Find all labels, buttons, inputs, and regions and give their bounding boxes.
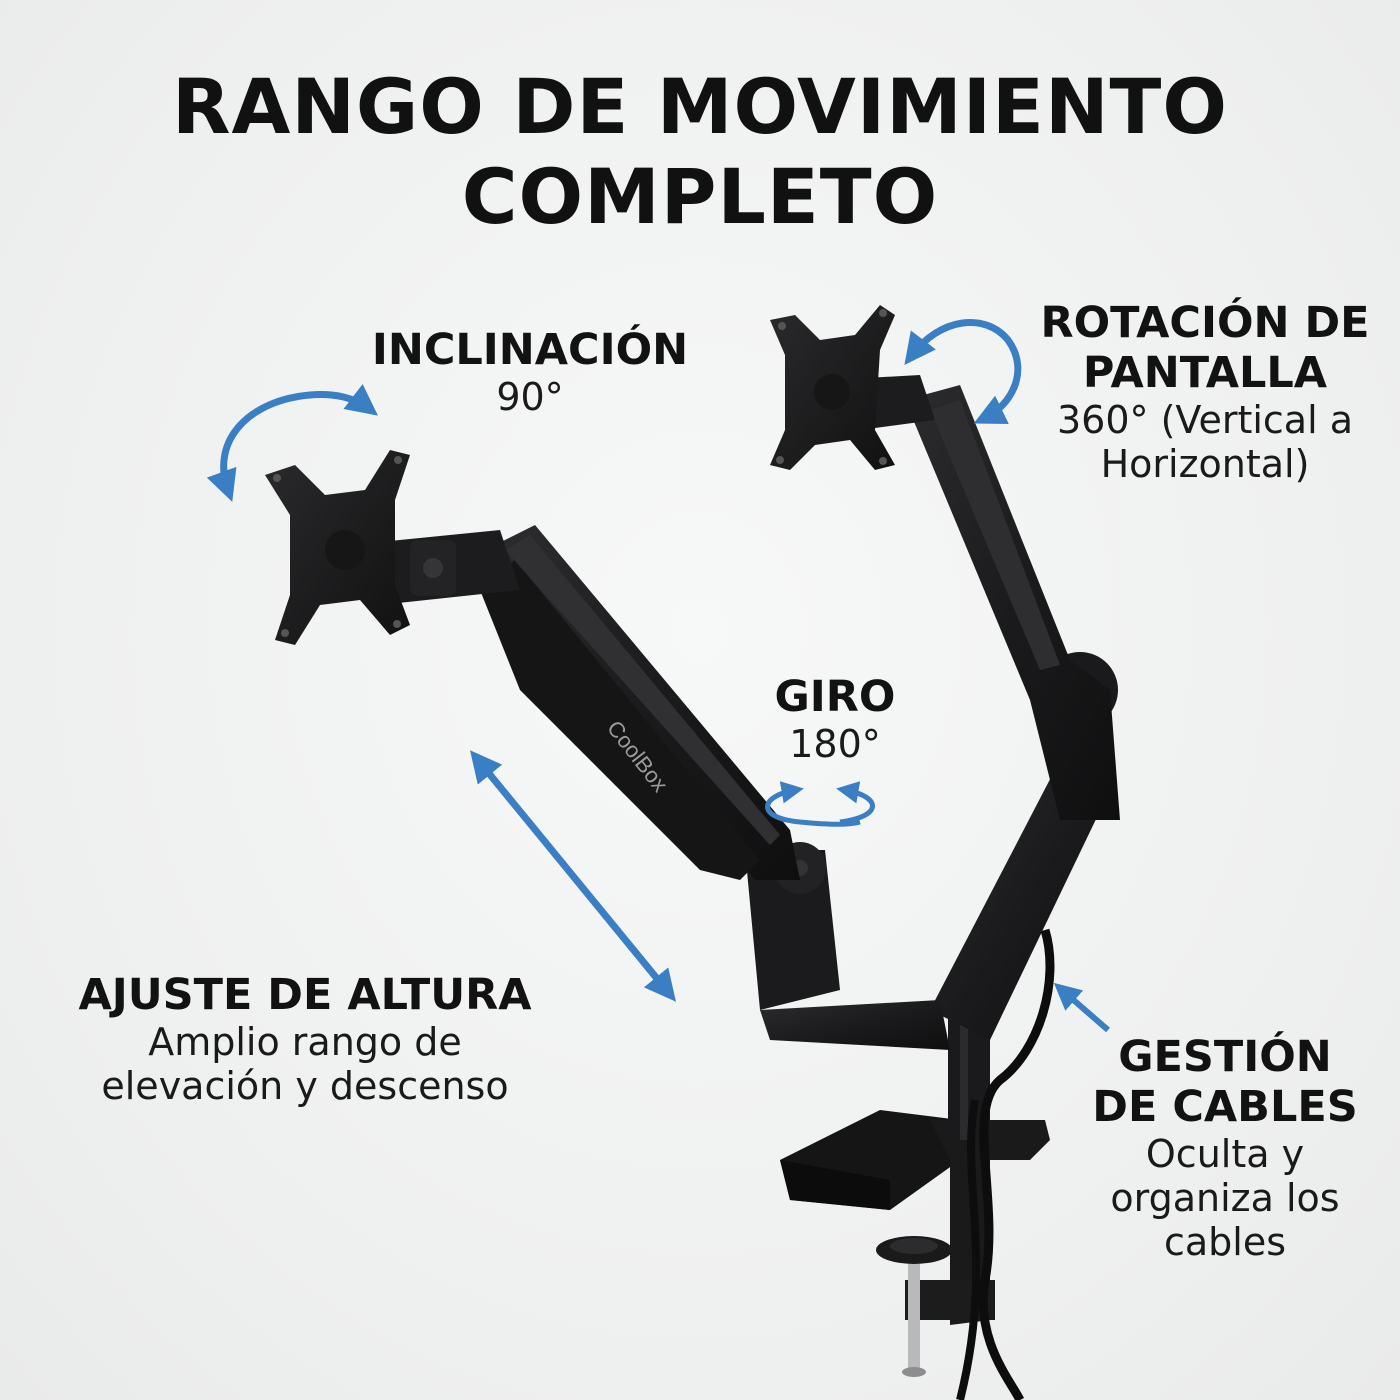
page-title: RANGO DE MOVIMIENTO COMPLETO	[0, 62, 1400, 242]
tilt-title: INCLINACIÓN	[371, 325, 689, 375]
height-arrow-icon	[470, 750, 676, 1002]
cables-detail: Oculta y organiza los cables	[1110, 1132, 1340, 1264]
cables-title-line-2: DE CABLES	[1092, 1082, 1358, 1132]
title-line-2: COMPLETO	[461, 152, 939, 241]
cable-2	[956, 1099, 981, 1400]
feature-height: AJUSTE DE ALTURA Amplio rango de elevaci…	[40, 970, 570, 1108]
rotation-detail: 360° (Vertical a Horizontal)	[1056, 398, 1354, 486]
rotation-title-line-2: PANTALLA	[1082, 348, 1328, 398]
height-detail: Amplio rango de elevación y descenso	[101, 1020, 509, 1108]
swivel-arrow-left-icon	[765, 781, 861, 827]
rotation-arrow-icon	[904, 319, 1022, 424]
cable	[978, 928, 1055, 1400]
title-line-1: RANGO DE MOVIMIENTO	[171, 62, 1229, 151]
desk-clamp	[780, 1110, 1050, 1377]
feature-rotation: ROTACIÓN DE PANTALLA 360° (Vertical a Ho…	[1010, 298, 1400, 486]
swivel-title: GIRO	[774, 672, 896, 722]
feature-cables: GESTIÓN DE CABLES Oculta y organiza los …	[1075, 1032, 1375, 1264]
right-arm	[820, 375, 1120, 1040]
feature-swivel: GIRO 180°	[720, 672, 950, 766]
cables-arrow-icon	[1053, 982, 1110, 1033]
height-title: AJUSTE DE ALTURA	[78, 970, 532, 1020]
right-vesa-plate	[770, 305, 895, 470]
tilt-detail: 90°	[496, 375, 564, 419]
swivel-detail: 180°	[789, 722, 881, 766]
feature-tilt: INCLINACIÓN 90°	[330, 325, 730, 419]
cables-title-line-1: GESTIÓN	[1118, 1032, 1332, 1082]
rotation-title-line-1: ROTACIÓN DE	[1040, 298, 1370, 348]
left-arm	[350, 525, 950, 1050]
tilt-arrow-icon	[206, 383, 378, 502]
left-vesa-plate	[265, 450, 410, 645]
swivel-arrow-right-icon	[836, 781, 875, 825]
